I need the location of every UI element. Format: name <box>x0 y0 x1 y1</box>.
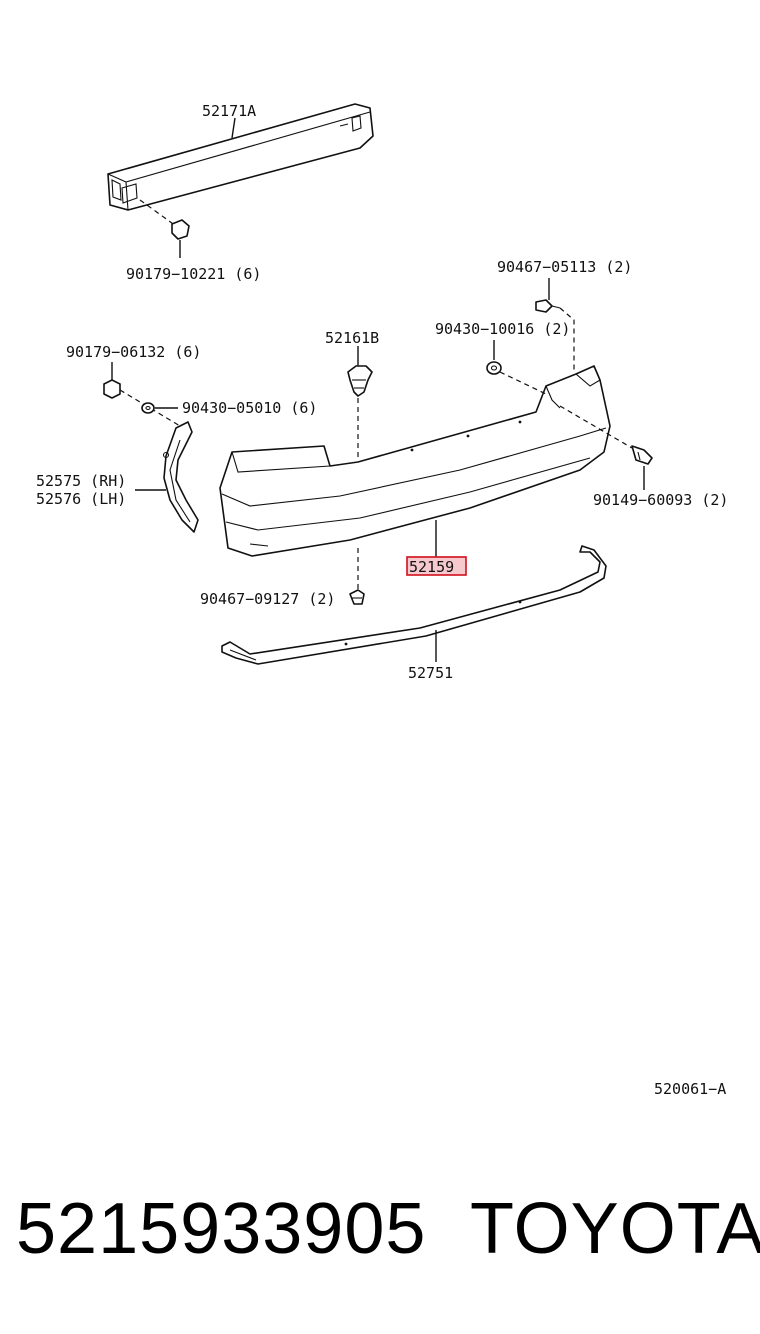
part-number: 5215933905 <box>16 1189 427 1269</box>
label-washer-left: 90430−05010 (6) <box>182 399 317 417</box>
reinforcement-beam[interactable] <box>107 103 374 211</box>
label-bracket-lh: 52576 (LH) <box>36 490 126 508</box>
washer-left[interactable] <box>141 402 155 414</box>
bolt-right[interactable] <box>631 445 653 465</box>
label-nut-top: 90179−10221 (6) <box>126 265 261 283</box>
label-molding: 52751 <box>408 664 453 682</box>
lower-molding[interactable] <box>221 545 607 665</box>
label-bolt-right: 90149−60093 (2) <box>593 491 728 509</box>
label-washer-right: 90430−10016 (2) <box>435 320 570 338</box>
retainer-clip[interactable] <box>347 365 373 397</box>
label-clip-top-right: 90467−05113 (2) <box>497 258 632 276</box>
nut-left[interactable] <box>103 379 121 399</box>
clip-top-right[interactable] <box>535 299 561 313</box>
bumper-cover[interactable] <box>219 365 611 557</box>
label-bracket-rh: 52575 (RH) <box>36 472 126 490</box>
highlight-box <box>406 556 467 576</box>
label-retainer: 52161B <box>325 329 379 347</box>
label-nut-left: 90179−06132 (6) <box>66 343 201 361</box>
diagram-code: 520061−A <box>654 1080 726 1098</box>
label-bumper-cover[interactable]: 52159 <box>409 558 454 576</box>
footer: 5215933905 TOYOTA <box>0 1188 760 1288</box>
clip-bottom[interactable] <box>349 589 365 605</box>
brand-name: TOYOTA <box>470 1189 760 1269</box>
nut-top[interactable] <box>171 219 190 258</box>
washer-right[interactable] <box>486 361 502 375</box>
label-reinforcement: 52171A <box>202 102 256 120</box>
label-clip-bottom: 90467−09127 (2) <box>200 590 335 608</box>
side-bracket[interactable] <box>162 421 199 533</box>
